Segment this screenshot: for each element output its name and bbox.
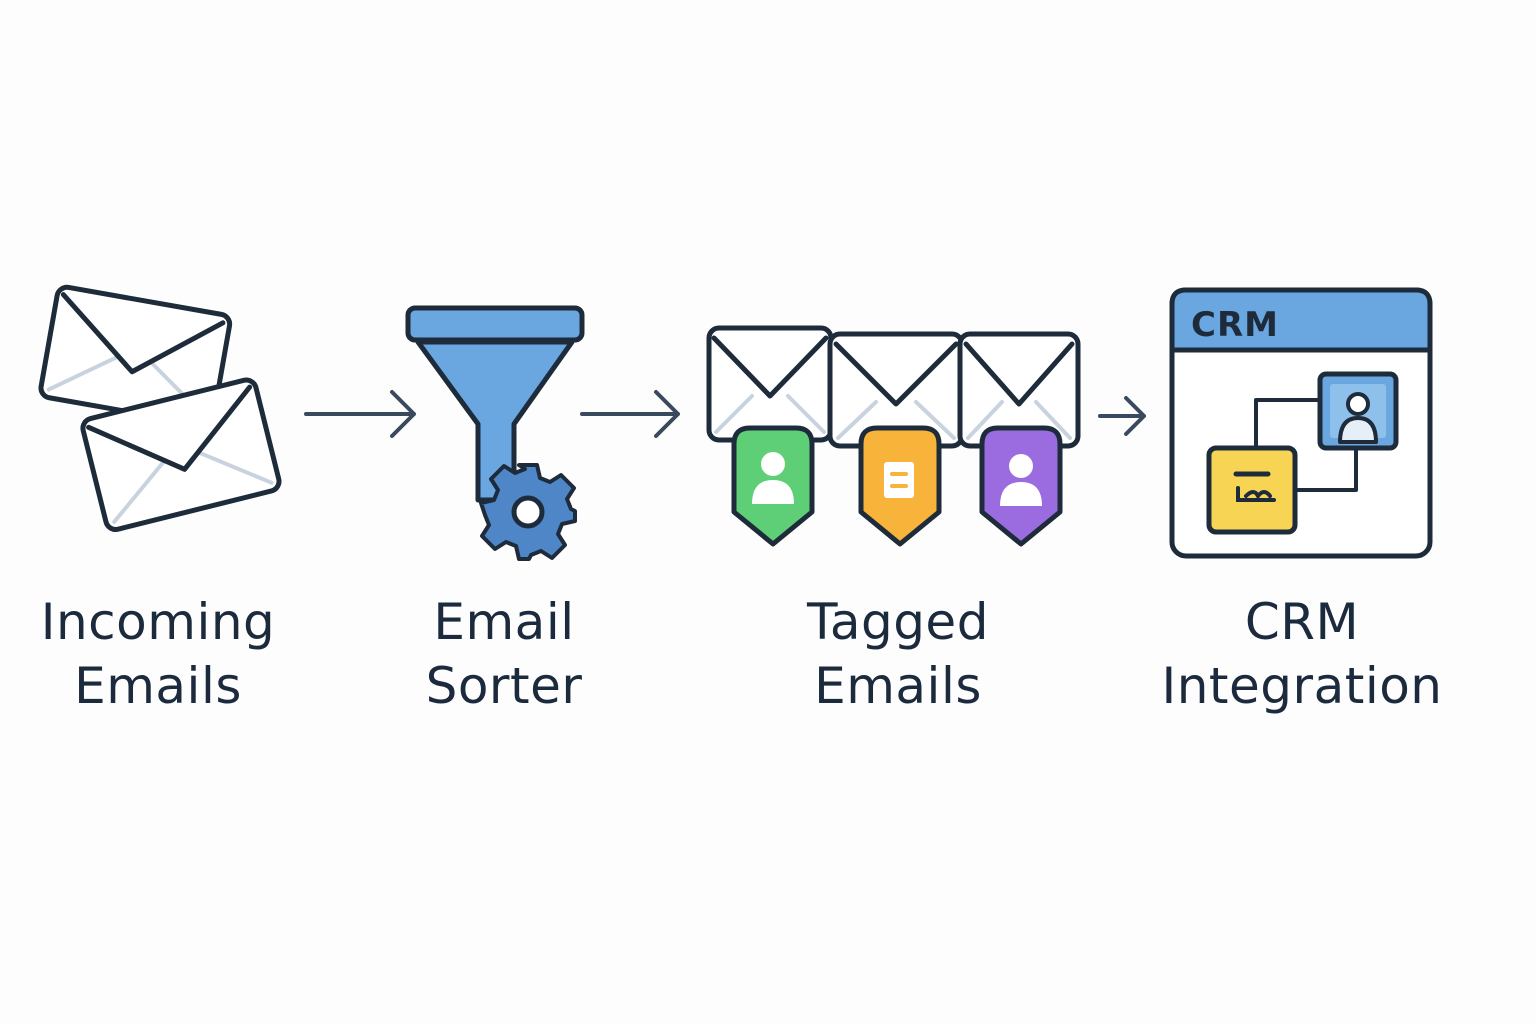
contact-card-icon: [1317, 371, 1399, 451]
envelope-icon: [706, 325, 834, 443]
arrow-right-icon: [1098, 396, 1146, 436]
stage-label-line: CRM: [1244, 593, 1360, 651]
orange-document-tag-icon: [858, 425, 942, 547]
stage-label-line: Integration: [1161, 657, 1443, 715]
arrow-right-icon: [580, 390, 680, 438]
stage-label-line: Tagged: [807, 593, 989, 651]
stage-label-incoming: Incoming Emails: [0, 590, 328, 718]
stacked-envelopes-icon: [38, 284, 282, 532]
funnel-icon: [405, 305, 585, 503]
purple-person-tag-icon: [979, 425, 1063, 547]
tagged-envelopes-icon: [706, 325, 1081, 547]
stage-label-line: Incoming: [40, 593, 276, 651]
gear-icon: [479, 463, 577, 561]
stage-label-line: Emails: [74, 657, 242, 715]
crm-window-title: CRM: [1191, 305, 1279, 345]
stage-label-sorter: Email Sorter: [334, 590, 674, 718]
arrow-right-icon: [304, 390, 416, 438]
connector-line: [1254, 398, 1358, 492]
stage-label-line: Sorter: [425, 657, 583, 715]
stage-label-line: Email: [433, 593, 575, 651]
envelope-icon: [827, 331, 965, 449]
green-person-tag-icon: [731, 425, 815, 547]
stage-label-crm: CRM Integration: [1132, 590, 1472, 718]
stage-label-line: Emails: [814, 657, 982, 715]
envelope-back-icon: [38, 284, 233, 428]
crm-window-icon: CRM: [1169, 287, 1433, 559]
note-card-icon: [1206, 445, 1298, 535]
stage-label-tagged: Tagged Emails: [728, 590, 1068, 718]
envelope-icon: [957, 331, 1081, 449]
envelope-front-icon: [80, 377, 282, 532]
funnel-gear-icon: [405, 305, 585, 561]
